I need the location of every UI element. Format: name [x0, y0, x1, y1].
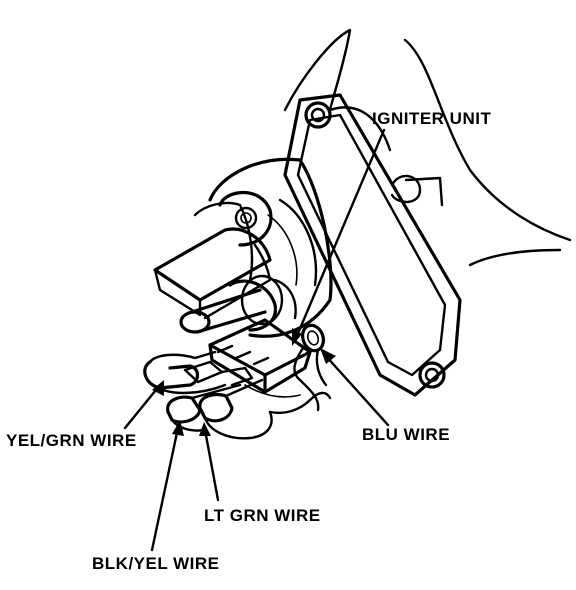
blkyel-arrowhead: [172, 420, 184, 436]
igniter-leader-line: [294, 128, 386, 340]
distributor-shaft: [179, 274, 297, 334]
label-yel-grn-wire: YEL/GRN WIRE: [6, 431, 137, 450]
yelgrn-arrowhead: [152, 380, 164, 396]
label-lt-grn-wire: LT GRN WIRE: [204, 506, 321, 525]
label-igniter-unit: IGNITER UNIT: [372, 109, 491, 128]
cam-boss: [153, 227, 272, 320]
yelgrn-leader-line: [123, 383, 162, 430]
igniter-arrowhead: [292, 328, 302, 346]
ltgrn-arrowhead: [199, 422, 211, 436]
callout-labels: IGNITER UNIT BLU WIRE YEL/GRN WIRE LT GR…: [6, 109, 491, 573]
ltgrn-leader-line: [203, 428, 220, 502]
mounting-flange: [283, 93, 462, 397]
igniter-unit: [208, 318, 312, 394]
label-blk-yel-wire: BLK/YEL WIRE: [92, 554, 220, 573]
wire-harness: [143, 350, 332, 440]
leader-arrows: [123, 128, 390, 552]
blu-arrowhead: [320, 348, 336, 364]
label-blu-wire: BLU WIRE: [362, 425, 450, 444]
blu-wire-terminal: [293, 323, 328, 412]
engine-outline: [283, 28, 572, 267]
blkyel-leader-line: [150, 426, 180, 552]
blu-leader-line: [323, 353, 390, 427]
